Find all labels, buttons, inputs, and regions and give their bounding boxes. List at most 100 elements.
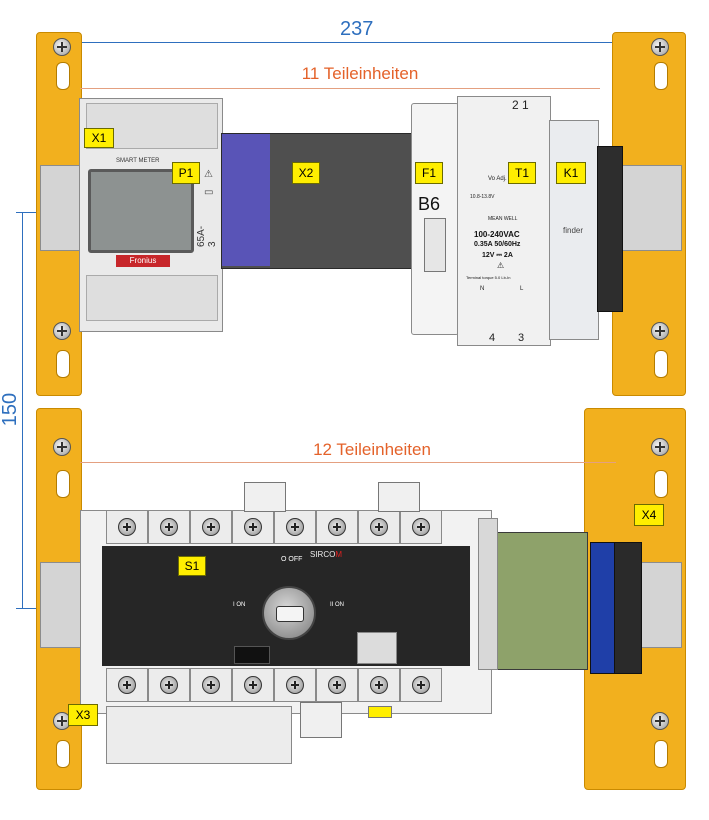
switch-terminal xyxy=(274,510,316,544)
transfer-switch-brand-name: SIRCO xyxy=(310,550,336,559)
tag-t1: T1 xyxy=(508,162,536,184)
transfer-switch-brand: SIRCOM xyxy=(310,550,342,559)
smart-meter-model: 65A-3 xyxy=(196,225,218,247)
bottom-row-span-label: 12 Teileinheiten xyxy=(313,440,431,459)
relay-brand: finder xyxy=(563,226,584,235)
transfer-switch-on1-label: I ON xyxy=(233,602,246,608)
tag-p1: P1 xyxy=(172,162,200,184)
power-supply-torque: Terminal torque 5.0 Lb-In xyxy=(466,275,511,280)
terminal-screw xyxy=(244,518,262,536)
terminal-screw xyxy=(202,518,220,536)
rotary-knob-grip xyxy=(276,606,304,622)
terminal-screw xyxy=(412,676,430,694)
tag-k1: K1 xyxy=(556,162,586,184)
rail-slot xyxy=(56,470,70,498)
rail-slot xyxy=(654,740,668,768)
terminal-screw xyxy=(370,518,388,536)
rail-screw xyxy=(651,438,669,456)
din-rail-top-right-end xyxy=(618,165,682,251)
terminal-block-x4-blue xyxy=(590,542,616,674)
smart-meter-brand: Fronius xyxy=(116,255,170,267)
top-row-span-label: 11 Teileinheiten xyxy=(301,64,419,83)
width-dimension-label: 237 xyxy=(340,18,374,40)
switch-terminal xyxy=(358,510,400,544)
terminal-screw xyxy=(286,518,304,536)
top-row-span-line xyxy=(80,88,600,89)
transfer-switch-handle-slot xyxy=(234,646,270,664)
switch-terminal xyxy=(148,668,190,702)
tag-x4: X4 xyxy=(634,504,664,526)
switch-bottom-clip xyxy=(368,706,392,718)
terminal-block-x2-blue xyxy=(222,134,270,266)
switch-terminal xyxy=(274,668,316,702)
rail-slot xyxy=(654,62,668,90)
terminal-block-x3 xyxy=(106,706,292,764)
switch-terminal xyxy=(400,668,442,702)
rail-screw xyxy=(651,38,669,56)
smart-meter-title: SMART METER xyxy=(116,158,160,164)
power-supply-current: 0.35A 50/60Hz xyxy=(474,241,521,248)
power-supply-adj: Vo Adj. xyxy=(488,176,507,182)
switch-terminal xyxy=(190,510,232,544)
switch-terminal xyxy=(148,510,190,544)
power-supply-output: 12V ⎓ 2A xyxy=(482,252,513,259)
terminal-screw xyxy=(370,676,388,694)
terminal-screw xyxy=(202,676,220,694)
smart-meter-bottom-terminals xyxy=(86,275,218,321)
height-dimension-label: 150 xyxy=(0,392,22,427)
din-rail-bottom-left-end xyxy=(40,562,84,648)
rail-screw xyxy=(53,38,71,56)
transfer-switch-brand-suffix: M xyxy=(335,550,343,559)
terminal-screw xyxy=(328,518,346,536)
rail-slot xyxy=(56,740,70,768)
terminal-screw xyxy=(286,676,304,694)
terminal-block-green-top xyxy=(478,518,498,670)
power-supply-top-terminals: 2 1 xyxy=(512,98,529,112)
terminal-block-green xyxy=(494,532,588,670)
rail-screw xyxy=(651,712,669,730)
rail-slot xyxy=(654,350,668,378)
terminal-screw xyxy=(118,676,136,694)
rail-slot xyxy=(654,470,668,498)
power-supply-terminal-4: 4 xyxy=(489,332,496,344)
width-dimension-line xyxy=(42,42,678,43)
switch-terminal xyxy=(316,510,358,544)
power-supply-terminal-3: 3 xyxy=(518,332,525,344)
tag-f1: F1 xyxy=(415,162,443,184)
transfer-switch-off-label: O OFF xyxy=(281,556,303,563)
power-supply-l-label: L xyxy=(520,286,524,292)
terminal-screw xyxy=(160,518,178,536)
switch-terminal xyxy=(106,510,148,544)
switch-bottom-bracket xyxy=(300,702,342,738)
terminal-screw xyxy=(118,518,136,536)
din-rail-top-left-end xyxy=(40,165,84,251)
terminal-block-x4-black xyxy=(614,542,642,674)
rail-screw xyxy=(53,438,71,456)
terminal-screw xyxy=(160,676,178,694)
rail-screw xyxy=(651,322,669,340)
rail-screw xyxy=(53,712,71,730)
switch-terminal xyxy=(232,668,274,702)
switch-terminal xyxy=(106,668,148,702)
switch-terminal xyxy=(232,510,274,544)
book-icon: ▭ xyxy=(204,187,214,198)
transfer-switch-on2-label: II ON xyxy=(330,602,345,608)
circuit-breaker-toggle[interactable] xyxy=(424,218,446,272)
auxiliary-contacts xyxy=(357,632,397,664)
switch-top-bracket xyxy=(244,482,286,512)
transfer-switch-rotary-knob[interactable] xyxy=(262,586,316,640)
switch-terminal xyxy=(190,668,232,702)
warning-icon: ⚠ xyxy=(497,261,505,270)
terminal-screw xyxy=(412,518,430,536)
power-supply-range: 10.8-13.8V xyxy=(470,194,495,200)
switch-terminal xyxy=(316,668,358,702)
warning-icon: ⚠ xyxy=(204,169,213,180)
tag-x3: X3 xyxy=(68,704,98,726)
height-dimension-line xyxy=(22,212,23,608)
rail-slot xyxy=(56,350,70,378)
terminal-screw xyxy=(328,676,346,694)
switch-terminal xyxy=(400,510,442,544)
din-rail-bottom-right-end xyxy=(640,562,682,648)
tag-x1: X1 xyxy=(84,128,114,148)
rail-screw xyxy=(53,322,71,340)
